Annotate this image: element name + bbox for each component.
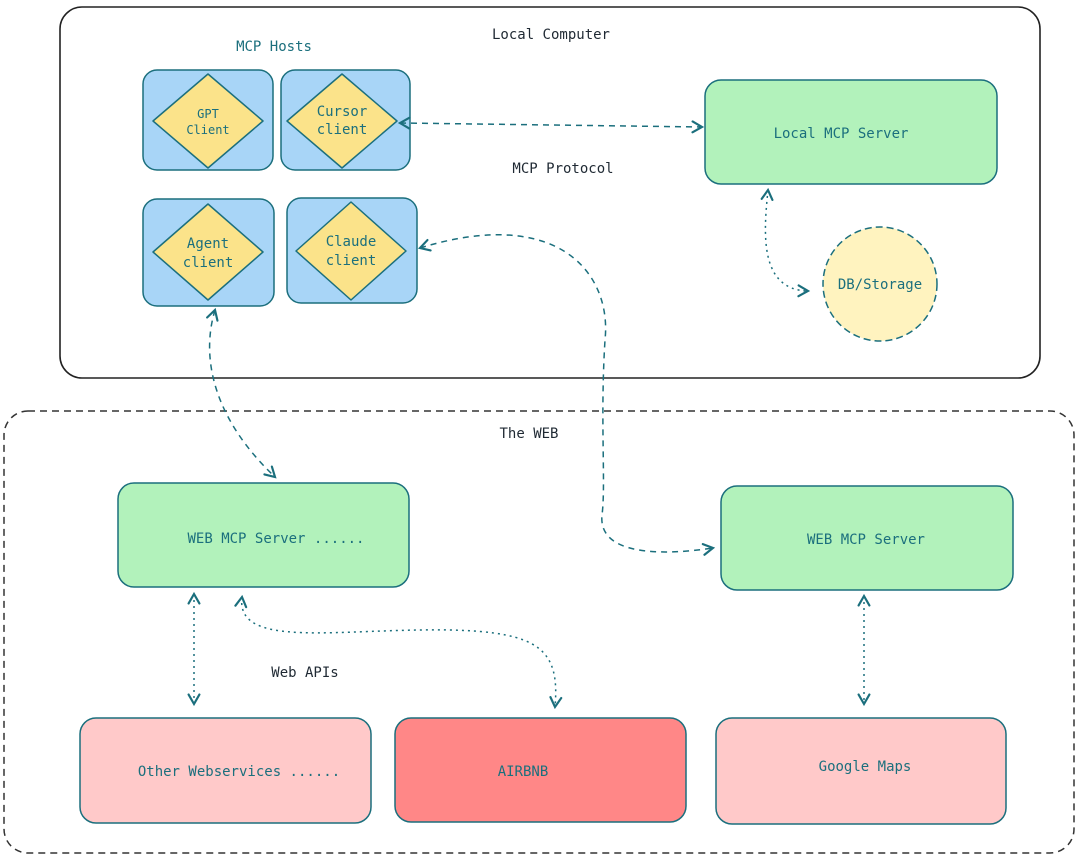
google-maps-label: Google Maps bbox=[819, 759, 912, 775]
web-mcp-server-left-label: WEB MCP Server ...... bbox=[187, 531, 364, 547]
agent-client-label-1: Agent bbox=[187, 236, 229, 252]
google-maps-box bbox=[715, 717, 1007, 825]
airbnb-box bbox=[394, 717, 687, 823]
local-server-to-storage-arrow bbox=[760, 187, 811, 298]
other-webservices-box bbox=[79, 717, 372, 824]
mcp-protocol-label: MCP Protocol bbox=[512, 161, 613, 177]
mcp-hosts-label: MCP Hosts bbox=[236, 39, 312, 55]
local-mcp-server-box bbox=[704, 79, 998, 185]
gpt-client-label-1: GPT bbox=[197, 107, 219, 121]
cursor-to-local-server-arrow bbox=[397, 116, 705, 134]
web-apis-label: Web APIs bbox=[271, 665, 338, 681]
cursor-client-label-2: client bbox=[317, 122, 368, 138]
gpt-client-diamond bbox=[152, 73, 264, 169]
claude-client-diamond bbox=[295, 201, 407, 301]
web-server-left-to-airbnb-arrow bbox=[234, 594, 563, 710]
other-webservices-label: Other Webservices ...... bbox=[138, 764, 340, 780]
agent-client-label-2: client bbox=[183, 255, 234, 271]
cursor-client-diamond bbox=[286, 73, 398, 169]
claude-client-label-2: client bbox=[326, 253, 377, 269]
airbnb-label: AIRBNB bbox=[498, 764, 549, 780]
web-mcp-server-right-label: WEB MCP Server bbox=[807, 532, 925, 548]
gpt-client-label-2: Client bbox=[186, 123, 229, 137]
local-mcp-server-label: Local MCP Server bbox=[774, 126, 909, 142]
claude-to-web-server-arrow bbox=[417, 234, 716, 556]
web-title: The WEB bbox=[499, 426, 558, 442]
db-storage-circle bbox=[822, 226, 938, 342]
web-mcp-server-right-box bbox=[720, 485, 1014, 591]
agent-client-diamond bbox=[152, 203, 264, 301]
db-storage-label: DB/Storage bbox=[838, 277, 922, 293]
claude-client-label-1: Claude bbox=[326, 234, 377, 250]
cursor-client-label-1: Cursor bbox=[317, 104, 368, 120]
agent-to-web-server-arrow bbox=[206, 307, 277, 479]
web-mcp-server-left-box bbox=[117, 482, 410, 588]
local-computer-title: Local Computer bbox=[492, 27, 610, 43]
